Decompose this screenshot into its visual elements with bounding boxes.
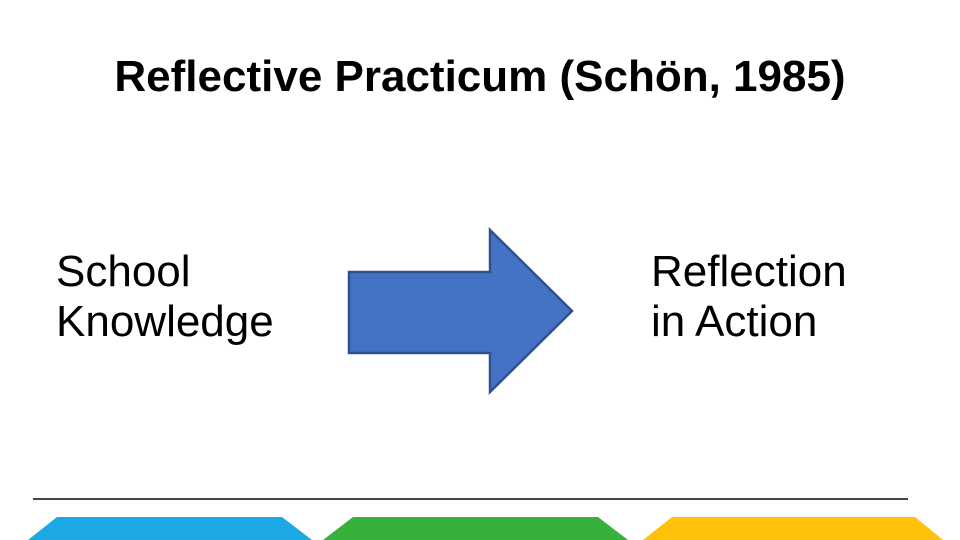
footer-band-green — [323, 517, 628, 540]
footer-band-yellow — [643, 517, 943, 540]
flow-target-label: Reflection in Action — [651, 247, 847, 346]
flow-source-label: School Knowledge — [56, 247, 274, 346]
right-arrow-icon — [347, 227, 574, 395]
footer-band-blue — [28, 517, 312, 540]
slide-title: Reflective Practicum (Schön, 1985) — [114, 52, 846, 101]
